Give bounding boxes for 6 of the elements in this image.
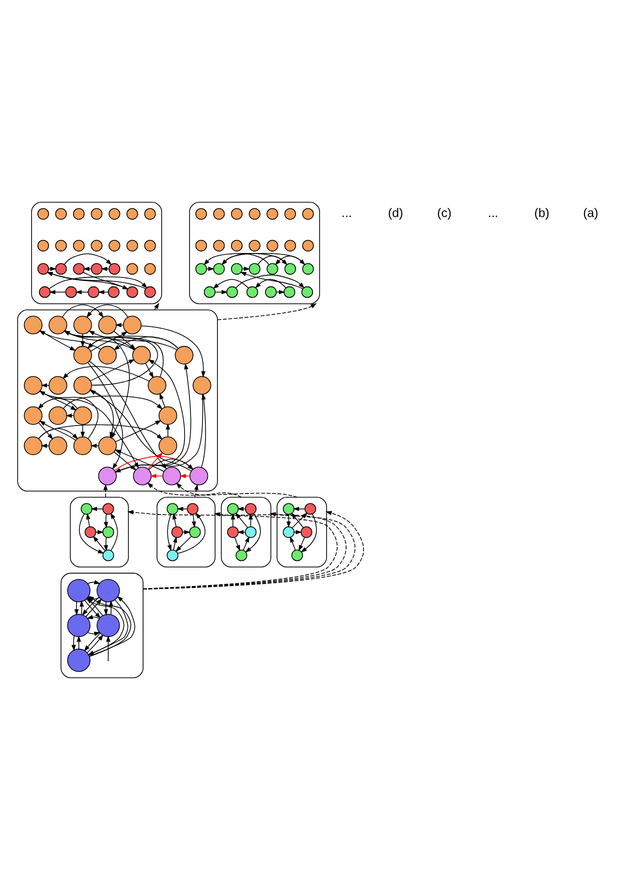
label: (c): [437, 206, 452, 220]
label: ...: [488, 206, 498, 220]
label: (a): [583, 206, 598, 220]
label: (d): [388, 206, 404, 220]
label: ...: [342, 206, 352, 220]
label: (b): [534, 206, 550, 220]
